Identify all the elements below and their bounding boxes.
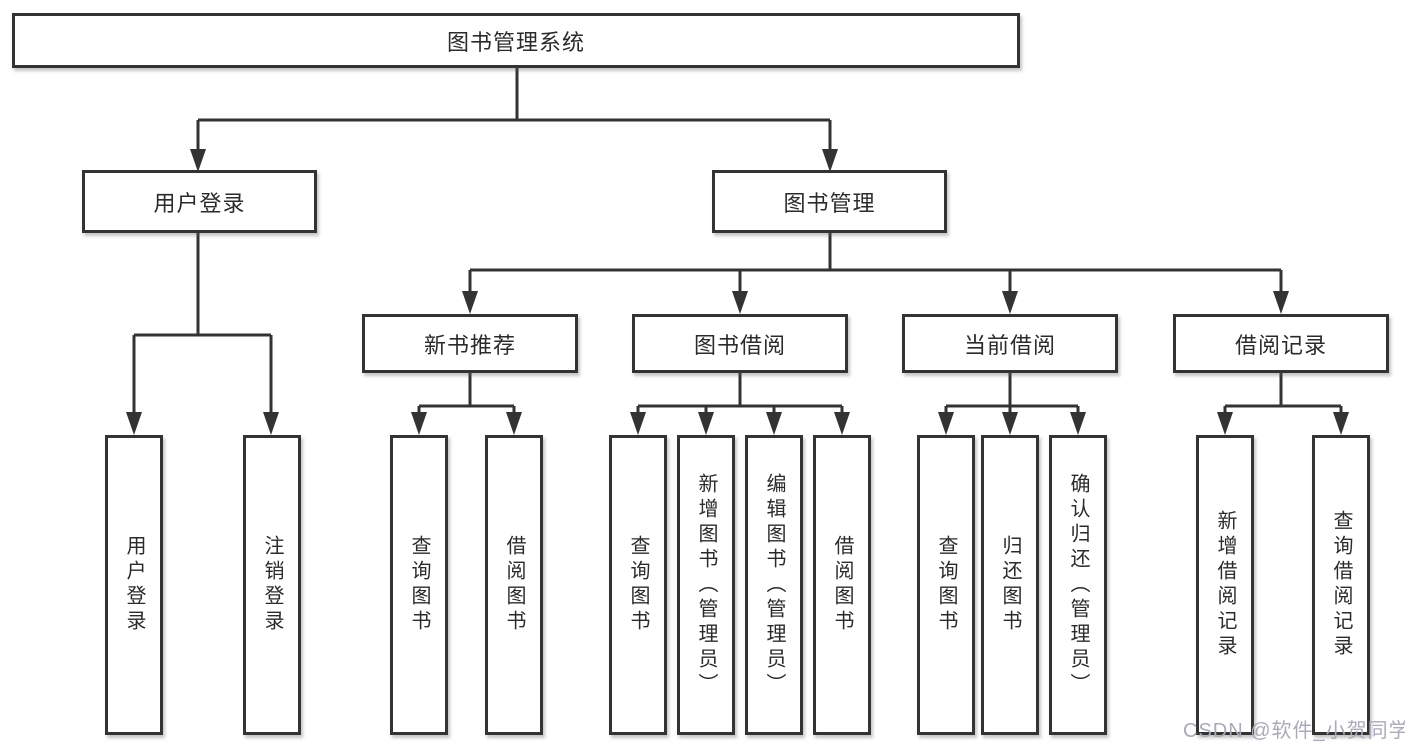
csdn-watermark: CSDN @软件_小贺同学 [1183,720,1405,742]
node-book-management: 图书管理 [712,170,947,233]
node-label: 用户登录 [123,535,145,635]
node-current-borrowing: 当前借阅 [902,314,1118,373]
node-label: 编辑图书（管理员） [763,472,785,698]
node-label: 用户登录 [153,190,246,216]
node-label: 借阅记录 [1234,332,1327,358]
node-label: 查询图书 [408,535,430,635]
node-edit-books-admin: 编辑图书（管理员） [745,435,803,735]
node-label: 借阅图书 [503,535,525,635]
node-query-books-current: 查询图书 [917,435,975,735]
node-user-login: 用户登录 [82,170,317,233]
node-label: 图书管理 [783,190,876,216]
node-label: 图书借阅 [693,332,786,358]
node-borrowing-records: 借阅记录 [1173,314,1389,373]
node-add-books-admin: 新增图书（管理员） [677,435,735,735]
node-label: 借阅图书 [831,535,853,635]
node-add-borrow-record: 新增借阅记录 [1196,435,1254,735]
node-query-books-recommend: 查询图书 [390,435,448,735]
node-label: 确认归还（管理员） [1067,472,1089,698]
node-logout-action: 注销登录 [243,435,301,735]
node-label: 新增借阅记录 [1214,510,1236,660]
node-new-book-recommend: 新书推荐 [362,314,578,373]
node-user-login-action: 用户登录 [105,435,163,735]
node-label: 归还图书 [999,535,1021,635]
node-return-books: 归还图书 [981,435,1039,735]
node-book-borrowing: 图书借阅 [632,314,848,373]
node-label: 注销登录 [261,535,283,635]
node-borrow-books-action: 借阅图书 [813,435,871,735]
node-query-borrow-record: 查询借阅记录 [1312,435,1370,735]
node-query-books-borrowing: 查询图书 [609,435,667,735]
node-library-management-system: 图书管理系统 [12,13,1020,68]
node-label: 查询借阅记录 [1330,510,1352,660]
node-label: 当前借阅 [963,332,1056,358]
node-borrow-books-recommend: 借阅图书 [485,435,543,735]
node-confirm-return-admin: 确认归还（管理员） [1049,435,1107,735]
node-label: 新增图书（管理员） [695,472,717,698]
node-label: 查询图书 [935,535,957,635]
node-label: 查询图书 [627,535,649,635]
node-label: 图书管理系统 [446,29,585,55]
node-label: 新书推荐 [423,332,516,358]
